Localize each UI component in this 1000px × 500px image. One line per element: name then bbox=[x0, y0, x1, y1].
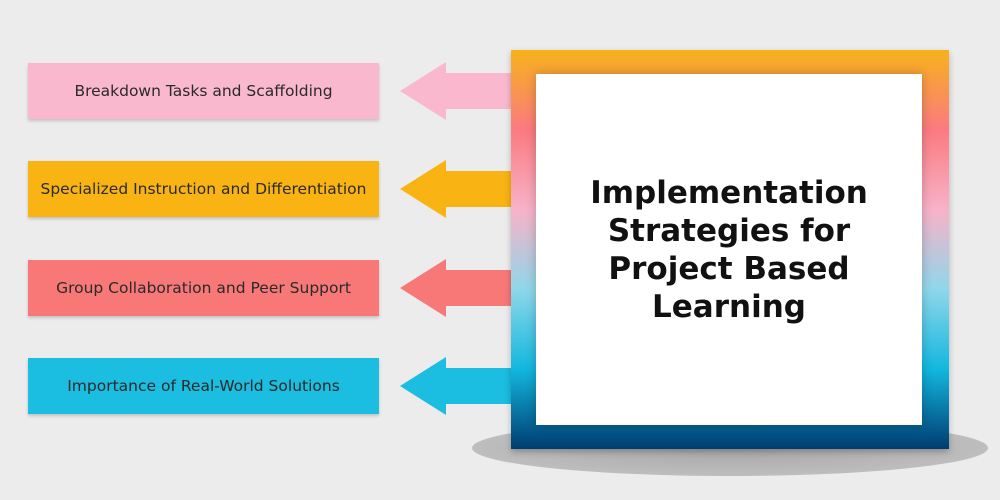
strategy-item-4: Importance of Real-World Solutions bbox=[28, 358, 379, 414]
center-panel: Implementation Strategies for Project Ba… bbox=[536, 74, 922, 425]
strategy-item-2: Specialized Instruction and Differentiat… bbox=[28, 161, 379, 217]
arrow-4-icon bbox=[400, 357, 512, 415]
strategy-item-3: Group Collaboration and Peer Support bbox=[28, 260, 379, 316]
arrow-2-icon bbox=[400, 160, 512, 218]
strategy-item-1: Breakdown Tasks and Scaffolding bbox=[28, 63, 379, 119]
arrow-1-icon bbox=[400, 62, 512, 120]
center-title: Implementation Strategies for Project Ba… bbox=[590, 174, 868, 325]
arrow-3-icon bbox=[400, 259, 512, 317]
